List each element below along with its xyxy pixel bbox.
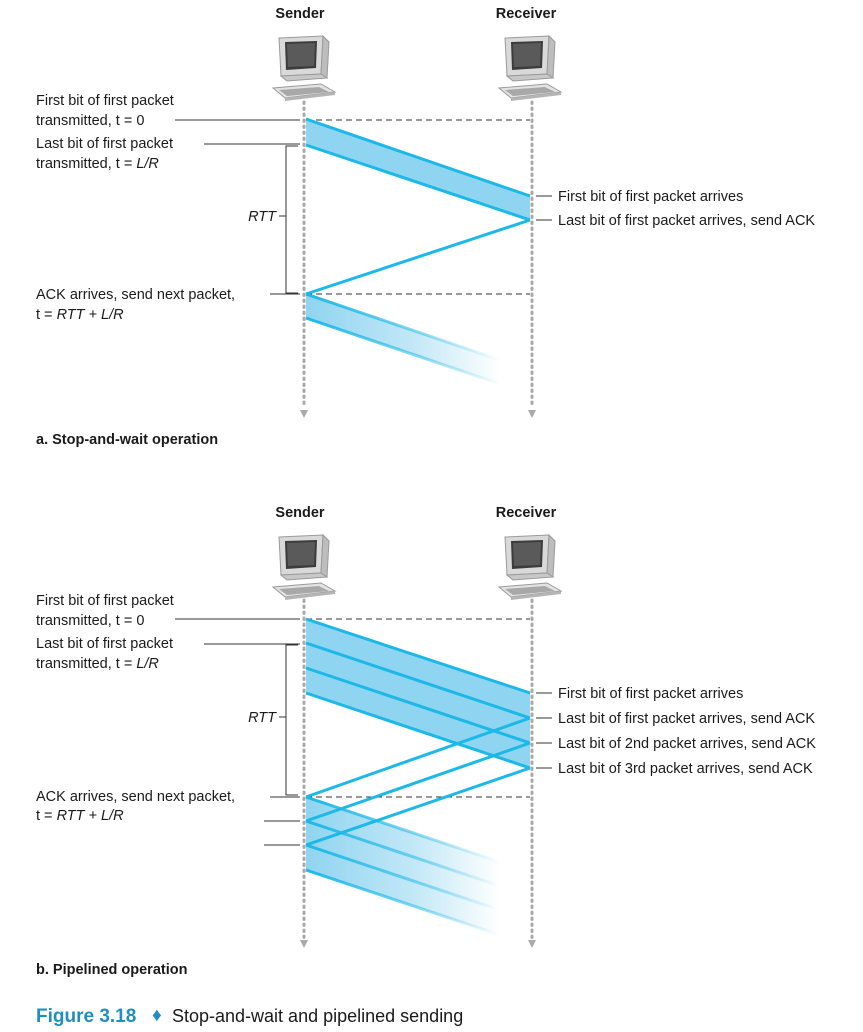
ack-arrives-label-line1: ACK arrives, send next packet, [36, 789, 235, 805]
packet-1-trailing-edge [305, 641, 531, 720]
panel-b: Sender Receiver First bit of first packe… [36, 505, 816, 978]
packet-trailing-edge [305, 143, 531, 222]
diamond-icon: ♦ [152, 1005, 162, 1026]
next-packet-bands [306, 797, 500, 935]
last-bit-sent-label-line1: Last bit of first packet [36, 636, 173, 652]
next-packet-trailing-edge [305, 316, 501, 386]
next-packet-leading-edge [305, 292, 501, 362]
sender-header: Sender [275, 505, 325, 521]
last-bit-sent-label-line1: Last bit of first packet [36, 136, 173, 152]
next-packet-band [306, 294, 500, 384]
rtt-label: RTT [248, 209, 277, 225]
packet-leading-edge [305, 117, 531, 198]
first-bit-sent-label-line2: transmitted, t = 0 [36, 613, 144, 629]
ack-1-line [305, 716, 531, 799]
ack-3-line [305, 766, 531, 847]
first-bit-sent-label-line1: First bit of first packet [36, 93, 174, 109]
ack-arrives-label-line1: ACK arrives, send next packet, [36, 287, 235, 303]
sender-computer-icon [272, 35, 336, 102]
figure-title: Stop-and-wait and pipelined sending [172, 1006, 463, 1026]
sender-computer-icon [272, 534, 336, 601]
panel-a: Sender Receiver First bit of first packe… [36, 6, 815, 448]
receiver-header: Receiver [496, 505, 557, 521]
panel-b-caption: b. Pipelined operation [36, 962, 187, 978]
first-bit-sent-label-line1: First bit of first packet [36, 593, 174, 609]
last-bit-sent-label-line2: transmitted, t = L/R [36, 156, 159, 172]
packet-1-leading-edge [305, 617, 531, 695]
first-bit-arrives-label: First bit of first packet arrives [558, 189, 743, 205]
rtt-label: RTT [248, 710, 277, 726]
receiver-header: Receiver [496, 6, 557, 22]
last-bit-sent-label-line2: transmitted, t = L/R [36, 656, 159, 672]
packet-band [306, 119, 530, 220]
panel-a-caption: a. Stop-and-wait operation [36, 432, 218, 448]
last-bit-2-arrives-label: Last bit of 2nd packet arrives, send ACK [558, 736, 816, 752]
first-bit-arrives-label: First bit of first packet arrives [558, 686, 743, 702]
last-bit-1-arrives-label: Last bit of first packet arrives, send A… [558, 711, 815, 727]
ack-2-line [305, 741, 531, 823]
sender-timeline-arrow-icon [300, 940, 308, 948]
first-bit-sent-label-line2: transmitted, t = 0 [36, 113, 144, 129]
last-bit-arrives-label: Last bit of first packet arrives, send A… [558, 213, 815, 229]
packet-bands [306, 619, 530, 768]
ack-arrives-label-line2: t = RTT + L/R [36, 808, 124, 824]
receiver-timeline-arrow-icon [528, 410, 536, 418]
receiver-computer-icon [498, 35, 562, 102]
figure-number: Figure 3.18 [36, 1006, 136, 1027]
rtt-bracket [285, 644, 298, 796]
receiver-timeline-arrow-icon [528, 940, 536, 948]
receiver-computer-icon [498, 534, 562, 601]
sender-timeline-arrow-icon [300, 410, 308, 418]
ack-arrives-label-line2: t = RTT + L/R [36, 307, 124, 323]
sender-header: Sender [275, 6, 325, 22]
last-bit-3-arrives-label: Last bit of 3rd packet arrives, send ACK [558, 761, 813, 777]
ack-line [305, 218, 531, 296]
rtt-bracket [285, 145, 298, 294]
figure-caption: Figure 3.18 ♦ Stop-and-wait and pipeline… [36, 1005, 463, 1027]
